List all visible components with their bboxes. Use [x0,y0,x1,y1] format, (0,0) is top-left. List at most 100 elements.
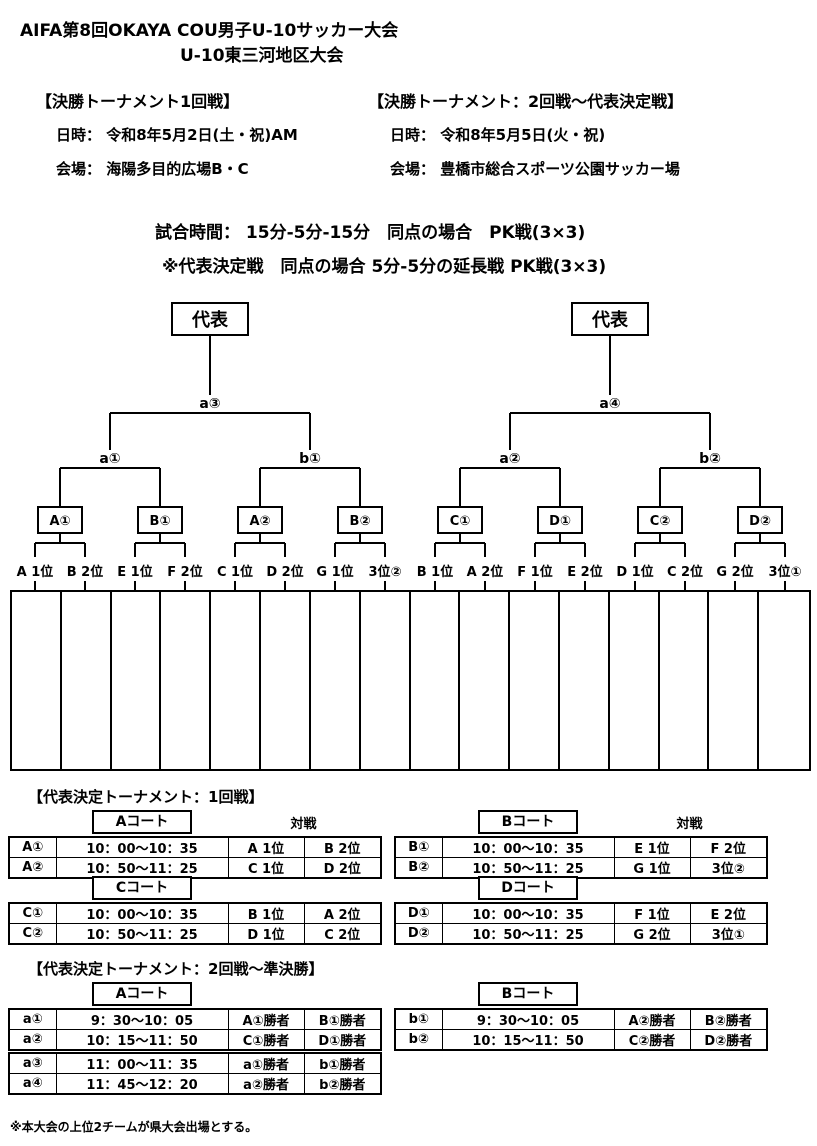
round2-venue: 会場： 豊橋市総合スポーツ公園サッカー場 [390,160,680,178]
bracket-lines [434,335,786,590]
match-row: A① 10：00～10：35 A 1位 B 2位 [8,836,382,858]
bracket-slot-label: B 1位 [417,564,453,580]
bracket-slot-label: C 2位 [667,564,703,580]
match-label: A② [249,514,270,529]
match-home-cell: G 2位 [613,923,691,945]
team-cell [211,592,262,769]
match-time-cell: 10：00～10：35 [441,836,615,858]
match-id-cell: b② [394,1029,443,1051]
match-away-cell: B 2位 [303,836,382,858]
bracket-slot-label: B 2位 [67,564,103,580]
match-label: C② [650,514,671,529]
team-cell [660,592,710,769]
round2-datetime: 日時： 令和8年5月5日(火・祝) [390,126,606,144]
bracket-slot-label: D 2位 [266,564,303,580]
match-label: D① [549,514,571,529]
match-home-cell: A 1位 [227,836,305,858]
bracket-slot-label: F 1位 [517,564,552,580]
team-cell [460,592,511,769]
team-cell [161,592,212,769]
round1-venue: 会場： 海陽多目的広場B・C [56,160,249,178]
court-label: Cコート [92,876,192,900]
champion-label: 代表 [591,309,629,331]
court-label: Bコート [478,982,578,1006]
match-box [137,506,183,534]
match-time-cell: 10：00～10：35 [55,902,229,924]
bracket-slot-label: A 2位 [467,564,504,580]
match-row: A② 10：50～11：25 C 1位 D 2位 [8,857,382,879]
match-time-cell: 9：30～10：05 [55,1008,229,1030]
match-away-cell: F 2位 [689,836,768,858]
court-header: Dコート [394,876,766,902]
team-cell [411,592,461,769]
match-label: D② [749,514,771,529]
semi-match-label: b② [699,451,721,467]
match-row: D① 10：00～10：35 F 1位 E 2位 [394,902,768,924]
match-box [737,506,783,534]
bracket-tree-left: 代表 a③ a① b① A① B① A② B② A 1位 B 2位 E 1位 F… [17,302,402,590]
bracket-slot-label: 3位① [768,564,801,580]
final-match-label: a④ [599,396,620,412]
team-cell [311,592,361,769]
match-home-cell: G 1位 [613,857,691,879]
team-cell [610,592,660,769]
match-row: a② 10：15～11：50 C①勝者 D①勝者 [8,1029,382,1051]
footer-note: ※本大会の上位2チームが県大会出場とする。 [10,1120,258,1134]
match-label: B① [150,514,171,529]
match-home-cell: B 1位 [227,902,305,924]
court-label: Dコート [478,876,578,900]
match-time-cell: 10：50～11：25 [55,923,229,945]
match-time-cell: 9：30～10：05 [441,1008,615,1030]
match-box [337,506,383,534]
semi-match-label: a① [99,451,120,467]
match-row: a③ 11：00～11：35 a①勝者 b①勝者 [8,1052,382,1074]
team-cell [510,592,560,769]
match-schedule-table: B① 10：00～10：35 E 1位 F 2位 B② 10：50～11：25 … [394,836,768,879]
match-home-cell: E 1位 [613,836,691,858]
match-id-cell: a① [8,1008,57,1030]
match-away-cell: D 2位 [303,857,382,879]
match-label: C① [450,514,471,529]
schedule-s2-finals: a③ 11：00～11：35 a①勝者 b①勝者 a④ 11：45～12：20 … [8,1052,382,1095]
versus-label: 対戦 [290,817,317,832]
match-home-cell: C②勝者 [613,1029,691,1051]
match-row: B① 10：00～10：35 E 1位 F 2位 [394,836,768,858]
match-home-cell: F 1位 [613,902,691,924]
tiebreak-rule: ※代表決定戦 同点の場合 5分-5分の延長戦 PK戦(3×3) [162,257,607,277]
match-id-cell: A② [8,857,57,879]
tournament-bracket: 代表 a③ a① b① A① B① A② B② A 1位 B 2位 E 1位 F… [17,302,802,590]
semi-match-label: a② [499,451,520,467]
bracket-slot-label: F 2位 [167,564,202,580]
match-away-cell: 3位① [689,923,768,945]
match-row: B② 10：50～11：25 G 1位 3位② [394,857,768,879]
match-id-cell: a③ [8,1052,57,1074]
bracket-tree-right: 代表 a④ a② b② C① D① C② D② B 1位 A 2位 F 1位 E… [417,302,802,590]
match-box [37,506,83,534]
versus-label: 対戦 [676,817,703,832]
court-header: Bコート [394,982,766,1008]
bracket-slot-label: 3位② [368,564,401,580]
match-row: C① 10：00～10：35 B 1位 A 2位 [8,902,382,924]
bracket-slot-label: C 1位 [217,564,253,580]
match-home-cell: C①勝者 [227,1029,305,1051]
match-id-cell: a④ [8,1073,57,1095]
schedule-s1-court-a: Aコート 対戦 A① 10：00～10：35 A 1位 B 2位 A② 10：5… [8,810,382,879]
match-time-cell: 10：15～11：50 [441,1029,615,1051]
section2-heading: 【代表決定トーナメント：2回戦～準決勝】 [28,960,324,978]
bracket-lines [34,335,386,590]
match-id-cell: A① [8,836,57,858]
match-box [237,506,283,534]
match-row: b② 10：15～11：50 C②勝者 D②勝者 [394,1029,768,1051]
match-box [537,506,583,534]
team-cell [62,592,112,769]
match-id-cell: b① [394,1008,443,1030]
team-name-grid [10,590,811,771]
match-away-cell: b①勝者 [303,1052,382,1074]
match-id-cell: D② [394,923,443,945]
match-home-cell: D 1位 [227,923,305,945]
match-id-cell: B② [394,857,443,879]
match-schedule-table: D① 10：00～10：35 F 1位 E 2位 D② 10：50～11：25 … [394,902,768,945]
page-title: AIFA第8回OKAYA COU男子U-10サッカー大会 [20,21,399,41]
match-label: A① [49,514,70,529]
